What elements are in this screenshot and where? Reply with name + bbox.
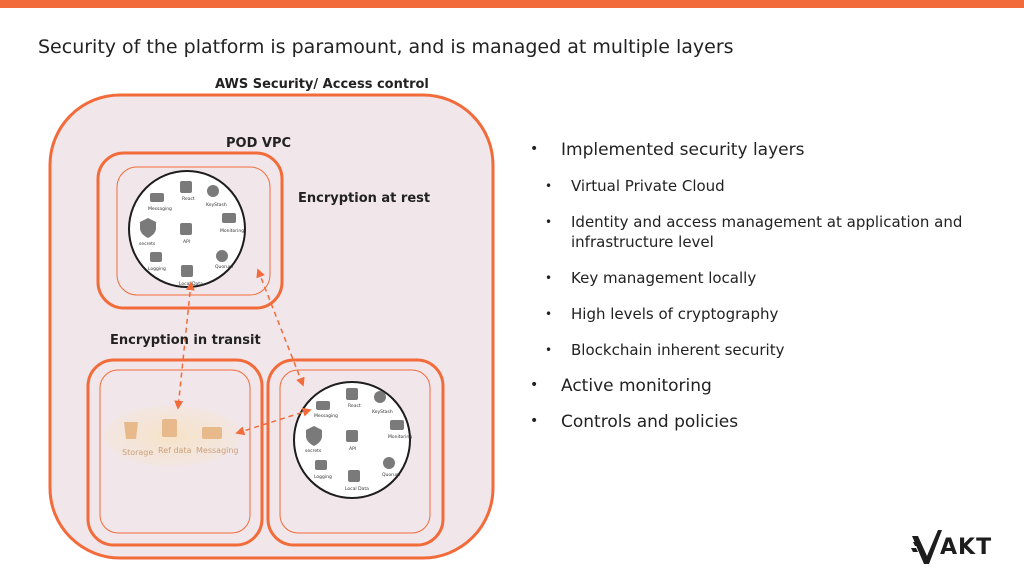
shared-services: Storage Ref data Messaging [104, 406, 240, 466]
bullet-item: •High levels of cryptography [545, 305, 779, 323]
svg-text:Monitoring: Monitoring [388, 434, 412, 440]
svg-text:API: API [349, 446, 356, 452]
svg-text:KeyStash: KeyStash [206, 202, 227, 208]
bullet-item: •Virtual Private Cloud [545, 177, 725, 195]
aws-security-label: AWS Security/ Access control [215, 77, 429, 92]
svg-text:Messaging: Messaging [314, 413, 338, 419]
svg-text:Ref data: Ref data [158, 446, 192, 455]
svg-text:KeyStash: KeyStash [372, 409, 393, 415]
svg-text:Logging: Logging [148, 266, 166, 272]
pod-vpc-label: POD VPC [226, 136, 292, 151]
bullet-dot-icon: • [545, 343, 553, 357]
bullet-item: •Identity and access management at appli… [545, 213, 963, 251]
logo-text: AKT [940, 535, 993, 560]
svg-text:Storage: Storage [122, 448, 153, 457]
bullet-dot-icon: • [545, 179, 553, 193]
akt-logo-icon [911, 530, 942, 564]
bullet-dot-icon: • [545, 215, 553, 229]
bullet-dot-icon: • [545, 271, 553, 285]
svg-text:Messaging: Messaging [148, 206, 172, 212]
encryption-transit-label: Encryption in transit [110, 333, 261, 348]
bullet-item: •Blockchain inherent security [545, 341, 785, 359]
svg-text:Local Data: Local Data [345, 486, 369, 492]
top-accent-bar [0, 0, 1024, 8]
svg-text:Logging: Logging [314, 474, 332, 480]
svg-text:React: React [182, 196, 195, 202]
bullet-item: •Active monitoring [530, 376, 712, 396]
aws-security-panel [48, 93, 495, 560]
bullet-dot-icon: • [545, 307, 553, 321]
slide-title: Security of the platform is paramount, a… [38, 36, 734, 58]
node-circle-top: Messaging React KeyStash secrets API Mon… [128, 170, 246, 288]
bullet-dot-icon: • [530, 141, 539, 157]
arrow-top-to-storage [174, 281, 195, 410]
svg-text:API: API [183, 239, 190, 245]
node-circle-bottom: Messaging React KeyStash secrets API Mon… [293, 381, 412, 499]
bullet-item: •Implemented security layers [530, 140, 805, 160]
svg-text:React: React [348, 403, 361, 409]
bullet-item: •Key management locally [545, 269, 757, 287]
bullet-item: •Controls and policies [530, 412, 739, 432]
bullet-dot-icon: • [530, 377, 539, 393]
bullet-dot-icon: • [530, 413, 539, 429]
arrow-storage-to-node [235, 407, 312, 436]
bullet-list: •Implemented security layers •Virtual Pr… [530, 140, 1000, 448]
svg-text:Quorum: Quorum [382, 472, 400, 478]
encryption-rest-label: Encryption at rest [298, 191, 431, 206]
svg-text:Monitoring: Monitoring [220, 228, 244, 234]
arrow-top-to-node [256, 268, 305, 387]
svg-text:Quorum: Quorum [215, 264, 233, 270]
svg-text:secrets: secrets [139, 241, 156, 247]
svg-text:secrets: secrets [305, 448, 322, 454]
svg-text:Messaging: Messaging [196, 446, 239, 455]
node-box-outer [266, 358, 445, 547]
node-box-inner [279, 369, 431, 534]
